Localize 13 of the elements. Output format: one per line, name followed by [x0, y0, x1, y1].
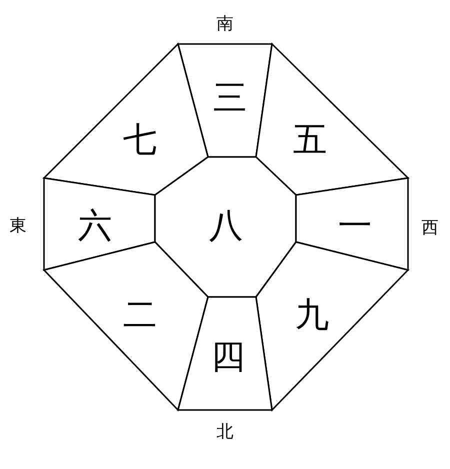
sector-numeral: 三	[213, 79, 247, 117]
direction-label: 北	[216, 422, 234, 442]
sector-numeral: 八	[209, 207, 243, 245]
sector-numeral: 九	[295, 296, 329, 334]
sector-numeral: 二	[123, 296, 157, 334]
sector-numeral: 六	[78, 207, 112, 245]
sector-numeral: 五	[293, 121, 327, 159]
direction-label: 西	[422, 218, 438, 238]
sector-numeral: 四	[211, 338, 245, 376]
sector-numeral: 七	[123, 121, 157, 159]
direction-label: 南	[216, 14, 234, 34]
direction-label: 東	[10, 216, 26, 236]
sector-numeral: 一	[338, 207, 372, 245]
